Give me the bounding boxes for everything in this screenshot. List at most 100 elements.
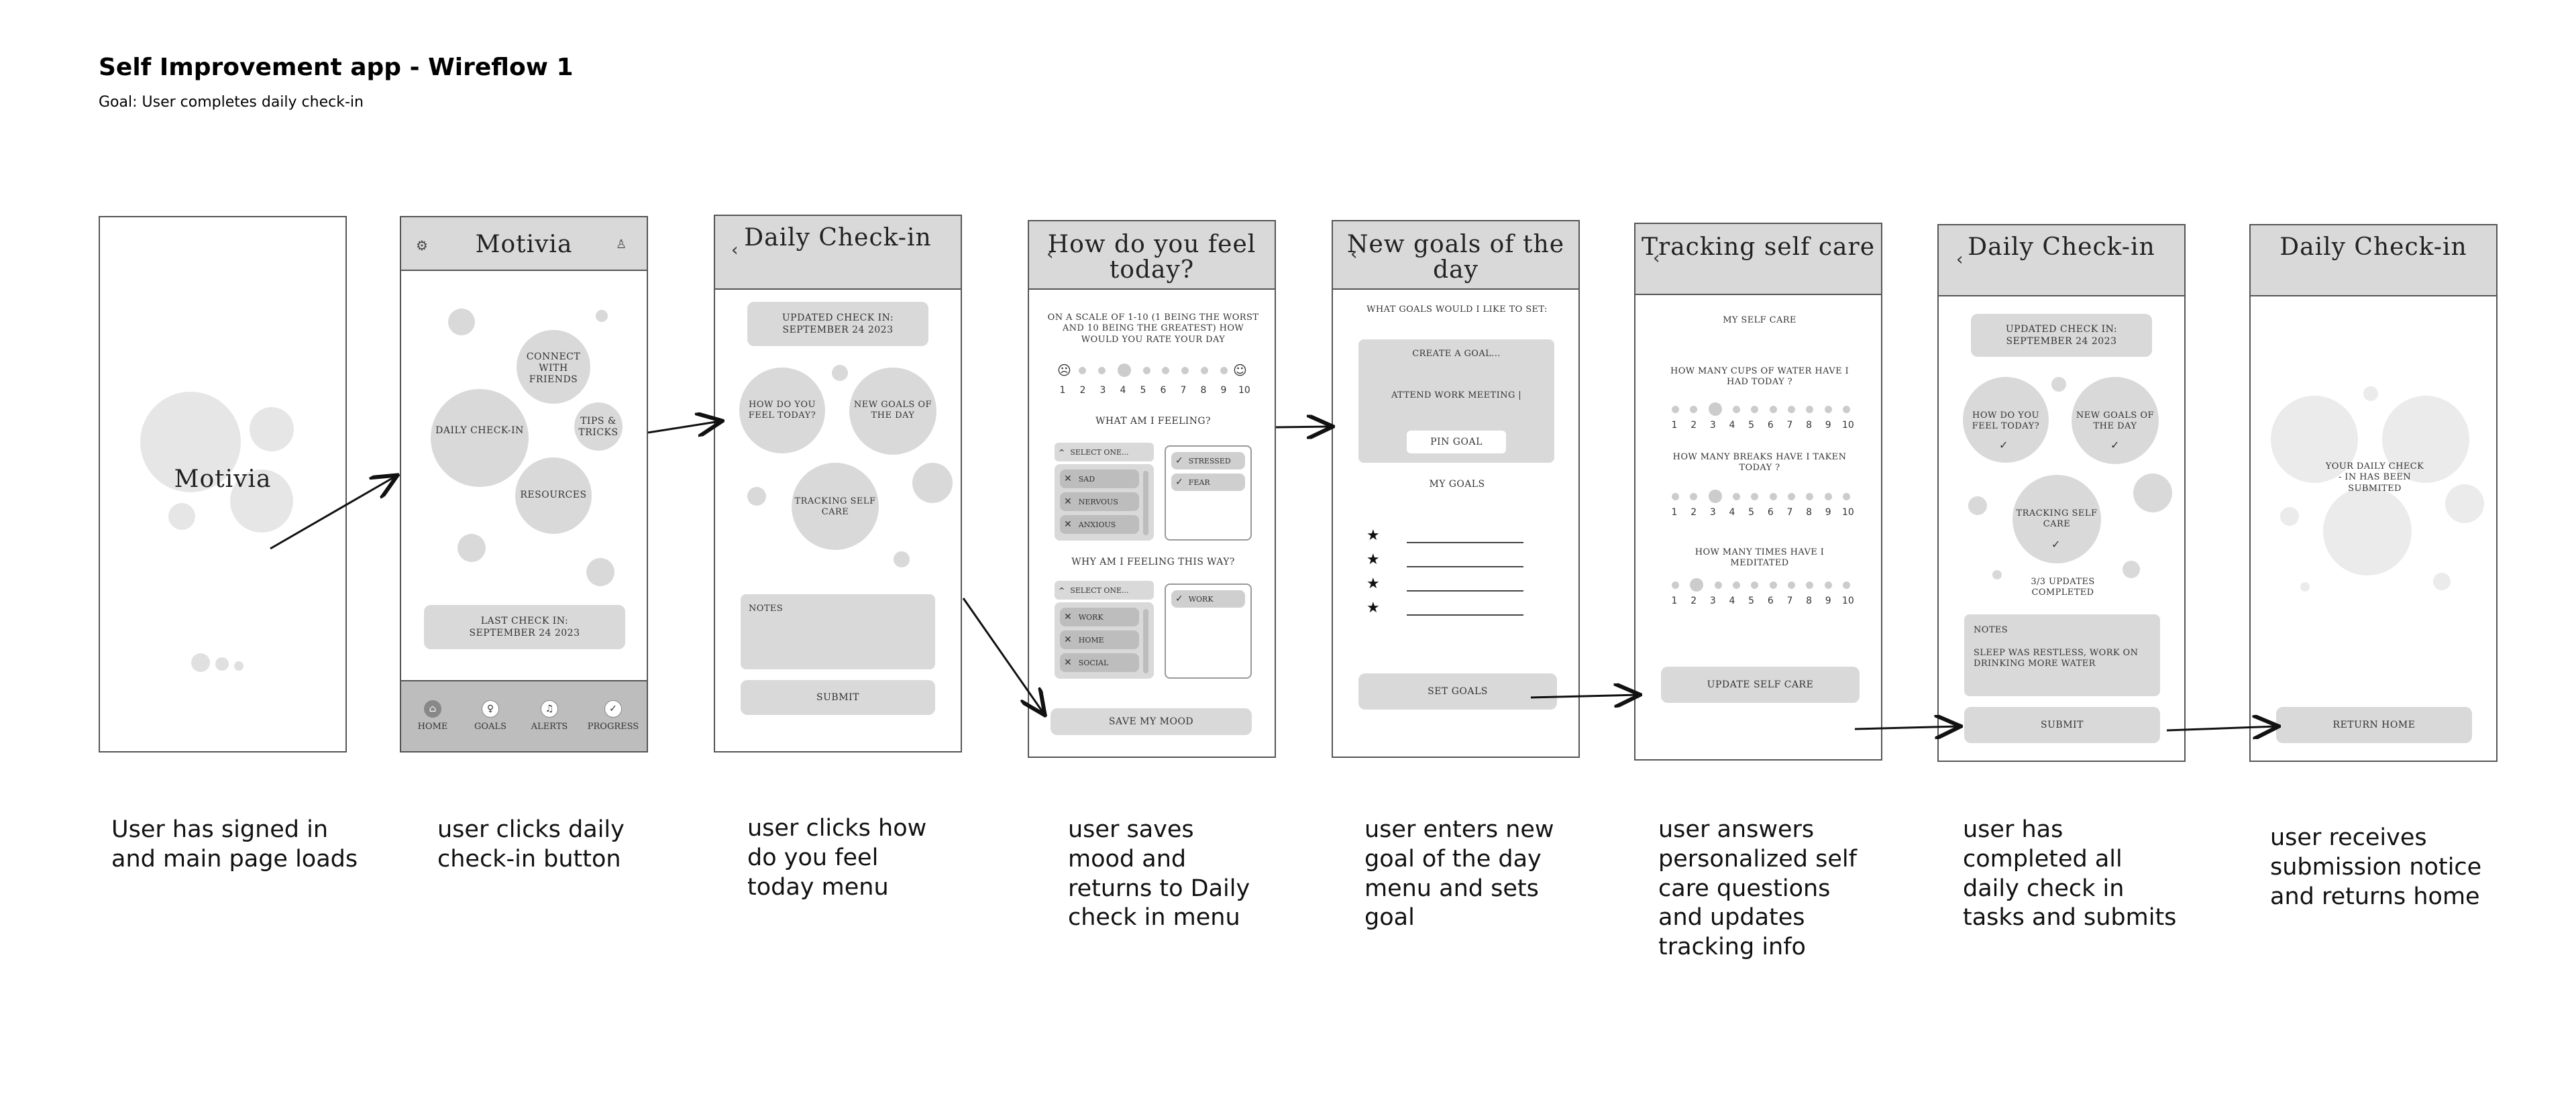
bubble: [168, 503, 195, 530]
feeling-option[interactable]: ✕Anxious: [1060, 515, 1139, 534]
feel-today-bubble[interactable]: [1963, 377, 2049, 463]
update-self-care-button[interactable]: Update self care: [1661, 667, 1860, 703]
user-icon[interactable]: ♙: [616, 237, 627, 252]
bubble: [2133, 474, 2172, 512]
scrollbar[interactable]: [1143, 471, 1148, 535]
set-goals-button[interactable]: Set Goals: [1358, 673, 1557, 710]
back-arrow-icon[interactable]: ‹: [1653, 248, 1660, 268]
new-goals-bubble[interactable]: [849, 368, 936, 455]
flow-arrow: [962, 598, 1044, 714]
return-home-button[interactable]: Return Home: [2276, 707, 2472, 743]
feel-today-bubble[interactable]: [739, 368, 825, 453]
self-care-bubble[interactable]: [792, 463, 879, 550]
chosen-feeling[interactable]: ✓Stressed: [1171, 452, 1245, 469]
self-care-label: Tracking self care: [2016, 508, 2098, 529]
bubble: [230, 469, 293, 533]
nav-home[interactable]: ⌂Home: [409, 700, 456, 732]
feeling-select[interactable]: ^Select one...: [1055, 443, 1154, 461]
back-arrow-icon[interactable]: ‹: [1046, 244, 1054, 264]
screen-header: [715, 216, 961, 290]
notes-field[interactable]: [1964, 614, 2160, 696]
submit-button[interactable]: Submit: [741, 680, 935, 715]
breaks-dots[interactable]: [1672, 490, 1850, 503]
self-care-label: Tracking self care: [794, 496, 876, 517]
bubble: [2445, 484, 2484, 523]
screen-header: [1333, 221, 1578, 290]
bubble: [2433, 573, 2451, 590]
bubble: [832, 365, 848, 381]
feeling-option[interactable]: ✕Nervous: [1060, 492, 1139, 511]
nav-progress-label: Progress: [587, 722, 639, 732]
connect-friends-bubble[interactable]: [517, 330, 590, 404]
nav-goals[interactable]: ♀Goals: [467, 700, 514, 732]
reason-option[interactable]: ✕Home: [1060, 630, 1139, 649]
last-checkin-box: Last check in: September 24 2023: [424, 605, 625, 649]
updated-date: September 24 2023: [2006, 336, 2117, 347]
chosen-reason[interactable]: ✓Work: [1171, 590, 1245, 608]
feeling-question: What am I feeling?: [1095, 416, 1211, 427]
flow-arrow: [1530, 695, 1638, 698]
screen-title: Daily Check-in: [2279, 233, 2467, 261]
bubble: [1968, 496, 1987, 515]
resources-bubble[interactable]: [515, 457, 592, 534]
bubble: [747, 487, 766, 506]
goal-line: [1407, 566, 1523, 567]
rating-dots[interactable]: [1079, 364, 1228, 377]
self-care-bubble[interactable]: [2012, 475, 2101, 563]
nav-alerts[interactable]: ♫Alerts: [526, 700, 573, 732]
check-icon: ✓: [604, 700, 622, 718]
meditate-dots[interactable]: [1672, 578, 1850, 592]
caption-step-5: user enters new goal of the day menu and…: [1364, 816, 1554, 932]
screen-submitted: Daily Check-in Your Daily Check - in has…: [2249, 224, 2498, 762]
complete-check-icon: ✓: [1999, 439, 2008, 451]
back-arrow-icon[interactable]: ‹: [1350, 244, 1358, 264]
back-arrow-icon[interactable]: ‹: [731, 240, 739, 260]
screen-splash: Motivia: [99, 216, 347, 753]
goals-question: What goals would I like to set:: [1366, 304, 1548, 315]
scrollbar[interactable]: [1143, 609, 1148, 673]
tips-bubble[interactable]: [574, 402, 623, 451]
screen-daily-checkin-complete: ‹ Daily Check-in Updated Check in: Septe…: [1937, 224, 2186, 762]
notes-label: Notes: [1974, 625, 2008, 635]
settings-icon[interactable]: ⚙: [416, 237, 428, 254]
reason-select[interactable]: ^Select one...: [1055, 581, 1154, 600]
flow-arrow: [2166, 726, 2277, 730]
bubble: [1992, 570, 2002, 579]
diagram-title: Self Improvement app - Wireflow 1: [99, 54, 574, 81]
new-goals-label: New goals of the day: [853, 400, 932, 421]
nav-progress[interactable]: ✓ Progress: [581, 700, 645, 732]
nav-alerts-label: Alerts: [531, 722, 568, 732]
daily-checkin-bubble[interactable]: [431, 389, 529, 487]
reason-option[interactable]: ✕Social: [1060, 653, 1139, 672]
new-goals-bubble[interactable]: [2072, 377, 2159, 464]
pin-goal-button[interactable]: Pin Goal: [1407, 431, 1506, 453]
notes-label: Notes: [749, 604, 784, 614]
screen-self-care: ‹ Tracking self care My self care How ma…: [1634, 223, 1882, 761]
updated-checkin-box: Updated Check in: September 24 2023: [1971, 314, 2152, 357]
meditate-question: How many times have I meditated: [1695, 547, 1825, 569]
nav-home-label: Home: [417, 722, 448, 732]
create-goal-placeholder[interactable]: Create a goal...: [1412, 349, 1501, 359]
chosen-feeling[interactable]: ✓Fear: [1171, 474, 1245, 491]
screen-title: How do you feel today?: [1047, 231, 1256, 284]
notes-field[interactable]: [741, 594, 935, 669]
notes-text[interactable]: Sleep was restless, work on drinking mor…: [1974, 648, 2139, 669]
water-dots[interactable]: [1672, 402, 1850, 416]
goal-input[interactable]: Attend work meeting |: [1391, 390, 1522, 400]
bubble: [2280, 507, 2299, 526]
back-arrow-icon[interactable]: ‹: [1956, 249, 1964, 270]
goals-icon: ♀: [482, 700, 499, 718]
feeling-option[interactable]: ✕Sad: [1060, 469, 1139, 488]
rating-question: On a scale of 1-10 (1 being the worst an…: [1047, 313, 1259, 345]
caption-step-7: user has completed all daily check in ta…: [1963, 816, 2177, 932]
sad-face-icon: ☹: [1057, 362, 1071, 378]
reason-option[interactable]: ✕Work: [1060, 608, 1139, 626]
self-care-heading: My self care: [1723, 315, 1796, 325]
save-mood-button[interactable]: Save my mood: [1051, 708, 1252, 735]
bubble: [2363, 386, 2378, 401]
loading-dot: [191, 653, 210, 672]
submit-button[interactable]: Submit: [1964, 707, 2160, 743]
loading-dot: [234, 661, 244, 671]
tips-label: Tips & Tricks: [578, 416, 619, 438]
